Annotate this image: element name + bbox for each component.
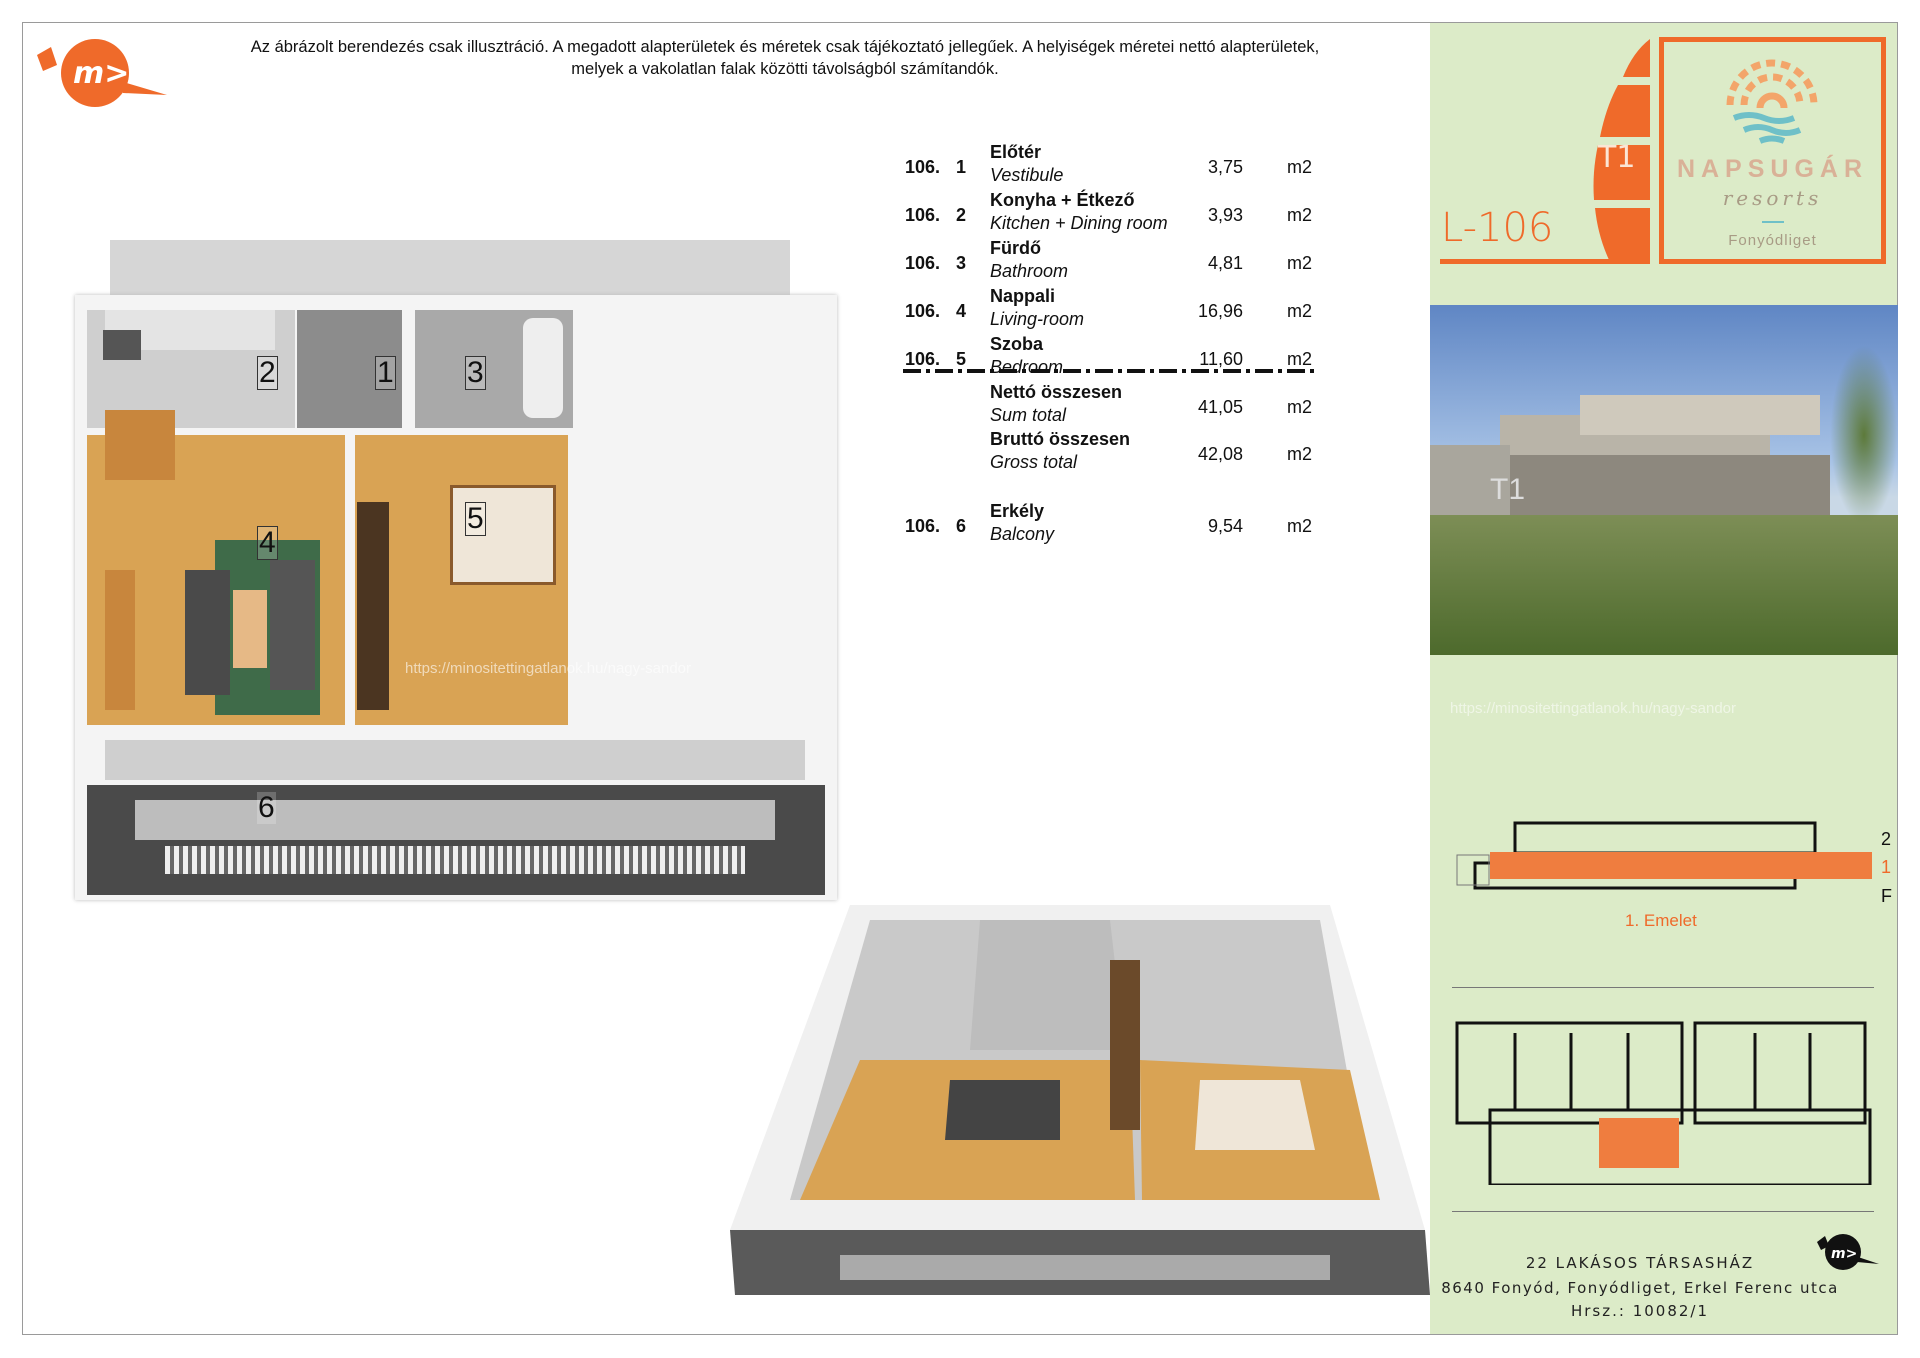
room-label: 6 (257, 791, 276, 824)
room-label: 5 (465, 502, 486, 536)
page-frame (22, 22, 1898, 1335)
highlighted-floor (1490, 852, 1872, 879)
accent-line (1440, 259, 1650, 264)
unit-id: L-106 (1441, 205, 1554, 251)
building-sail-icon (1593, 39, 1650, 262)
floor-label: F (1881, 886, 1892, 906)
building-label: T1 (1598, 140, 1636, 175)
building-section (1456, 821, 1872, 890)
room-label: 1 (375, 356, 396, 390)
footer-address: 8640 Fonyód, Fonyódliget, Erkel Ferenc u… (1441, 1279, 1839, 1297)
brand-name: NAPSUGÁR (1676, 155, 1869, 183)
highlighted-unit (1599, 1118, 1679, 1168)
footer-title: 22 LAKÁSOS TÁRSASHÁZ (1525, 1254, 1755, 1272)
footer-parcel: Hrsz.: 10082/1 (1570, 1302, 1710, 1320)
vestibule-floor (297, 310, 402, 428)
disclaimer: Az ábrázolt berendezés csak illusztráció… (160, 36, 1410, 80)
photo-building-label: T1 (1490, 473, 1526, 506)
disclaimer-line: Az ábrázolt berendezés csak illusztráció… (250, 38, 1320, 56)
divider (1452, 1211, 1874, 1212)
building-photo: T1 (1430, 305, 1898, 655)
sun-waves-logo-icon (1726, 59, 1818, 144)
dash-divider (903, 369, 1318, 373)
svg-text:m>: m> (1831, 1246, 1857, 1262)
floor-caption: 1. Emelet (1625, 911, 1697, 930)
brand-box (1659, 37, 1886, 264)
room-label: 3 (465, 356, 486, 390)
m-logo-icon: m> (37, 39, 167, 107)
floor-overview (1455, 1021, 1872, 1185)
watermark: https://minositettingatlanok.hu/nagy-san… (1450, 700, 1737, 717)
m-logo-small-icon: m> (1817, 1234, 1879, 1270)
divider (1452, 987, 1874, 988)
svg-text:m>: m> (73, 56, 129, 91)
floor-label: 2 (1881, 829, 1892, 849)
room-label: 2 (257, 356, 278, 390)
room-label: 4 (257, 526, 278, 560)
watermark: https://minositettingatlanok.hu/nagy-san… (405, 660, 692, 677)
floor-label: 1 (1881, 857, 1892, 877)
disclaimer-line: melyek a vakolatlan falak közötti távols… (571, 60, 999, 78)
3d-view (730, 905, 1430, 1295)
brand-sub: resorts (1722, 186, 1823, 210)
brand-place: Fonyódliget (1728, 232, 1817, 249)
floor-plan: https://minositettingatlanok.hu/nagy-san… (75, 240, 837, 900)
railing (165, 846, 745, 874)
